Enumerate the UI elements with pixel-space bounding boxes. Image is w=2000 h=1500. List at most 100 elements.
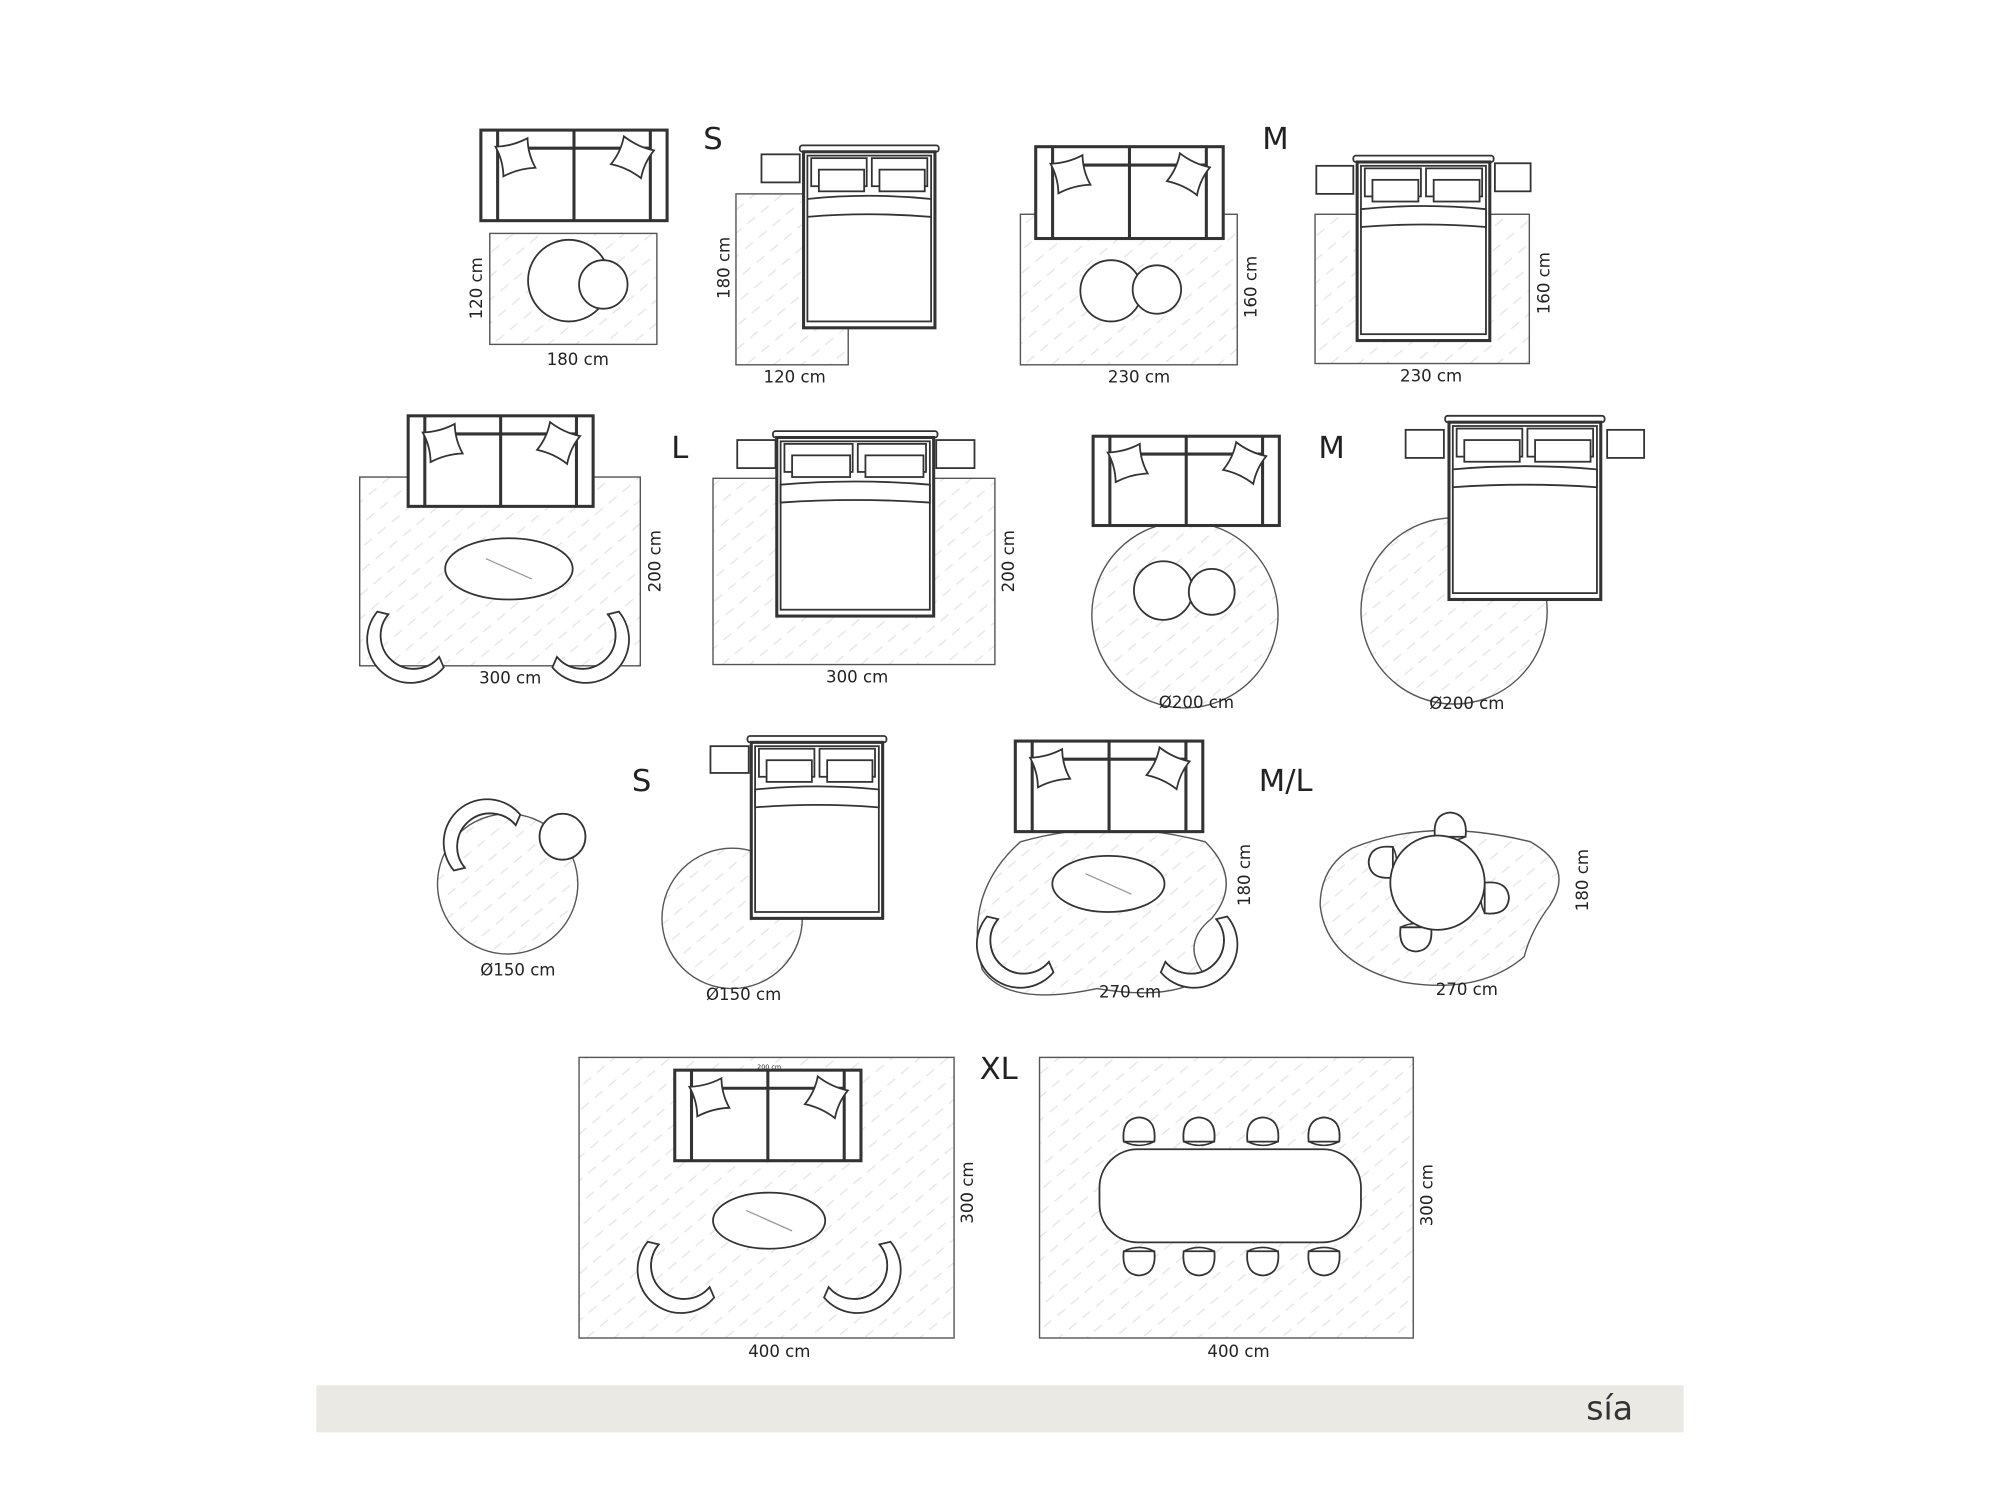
bed	[1352, 154, 1495, 343]
pillow	[1106, 442, 1150, 484]
nightstand	[1404, 428, 1445, 459]
dimension-label: 230 cm	[1400, 366, 1462, 385]
coffee-table	[538, 812, 587, 861]
dimension-label: Ø200 cm	[1429, 694, 1504, 713]
bed	[798, 144, 940, 330]
dimension-label: 300 cm	[826, 667, 888, 686]
sofa	[479, 128, 669, 223]
dimension-label: 180 cm	[715, 237, 734, 299]
dimension-label: 120 cm	[764, 368, 826, 387]
size-label: L	[671, 431, 688, 466]
dimension-label: 300 cm	[958, 1162, 977, 1224]
pillow-shape	[1028, 747, 1072, 789]
armchair	[1159, 915, 1239, 989]
dining-chair	[1246, 1246, 1280, 1277]
coffee-table	[578, 259, 629, 310]
dimension-label: 230 cm	[1108, 368, 1170, 387]
dining-chair	[1122, 1116, 1156, 1147]
armchair-seat	[650, 1243, 711, 1300]
long-dining-table	[1098, 1148, 1362, 1244]
duvet-fold	[1451, 465, 1598, 489]
pillow	[1048, 153, 1092, 195]
armchair	[366, 610, 445, 684]
nightstand	[1494, 162, 1532, 193]
chair-seat	[1367, 845, 1394, 879]
sofa	[1091, 434, 1281, 528]
nightstand	[709, 745, 750, 774]
pillow	[687, 1076, 731, 1118]
pillow-shape	[1144, 745, 1192, 791]
pillow	[1534, 439, 1592, 463]
pillow-shape	[421, 422, 465, 464]
dimension-label: Ø150 cm	[480, 961, 555, 980]
dimension-label: 400 cm	[1207, 1342, 1269, 1361]
nightstand	[1606, 428, 1646, 459]
nightstand	[760, 153, 801, 184]
dimension-label: 270 cm	[1436, 980, 1498, 999]
table-top	[1187, 567, 1236, 616]
dimension-label: 200 cm	[646, 530, 665, 592]
dining-chair	[1307, 1116, 1341, 1147]
dimension-label: Ø150 cm	[706, 985, 781, 1004]
pillow	[1371, 178, 1420, 203]
armchair-seat	[1164, 918, 1225, 975]
table-top	[538, 812, 587, 861]
pillow	[817, 168, 866, 193]
duvet-fold	[806, 194, 933, 218]
table-top	[578, 259, 629, 310]
coffee-table	[1133, 560, 1194, 621]
chair-back	[1247, 1246, 1279, 1252]
coffee-table	[1187, 567, 1236, 616]
rug-round	[1091, 520, 1279, 709]
chair-seat	[1182, 1116, 1216, 1143]
dining-chair	[1122, 1246, 1156, 1277]
sofa-width-label: 200 cm	[757, 1063, 781, 1071]
round-dining-table	[1389, 834, 1486, 931]
pillow-shape	[687, 1076, 731, 1118]
pillow	[1028, 747, 1072, 789]
sofa	[673, 1068, 863, 1163]
pillow	[1221, 440, 1268, 486]
armchair-seat	[456, 812, 517, 869]
armchair	[551, 610, 630, 684]
pillow	[864, 454, 925, 478]
dimension-label: 180 cm	[547, 350, 609, 369]
armchair-seat	[828, 1243, 888, 1300]
chair-back	[1183, 1246, 1215, 1252]
chair-back	[1123, 1246, 1155, 1252]
bed	[746, 735, 888, 920]
sofa	[1034, 145, 1225, 241]
chair-seat	[1307, 1116, 1341, 1143]
armchair	[976, 915, 1055, 989]
nightstand	[736, 439, 777, 470]
dining-chair	[1182, 1116, 1216, 1147]
chair-seat	[1122, 1250, 1156, 1277]
chair-seat	[1182, 1250, 1216, 1277]
pillow-shape	[1106, 442, 1150, 484]
pillow	[1463, 439, 1521, 463]
glass-reflection	[485, 558, 533, 580]
dimension-label: Ø200 cm	[1159, 693, 1234, 712]
pillow	[1432, 178, 1481, 203]
dimension-label: 180 cm	[1573, 849, 1592, 911]
pillow-shape	[1165, 151, 1212, 197]
coffee-table-oval	[444, 537, 574, 601]
size-label: M	[1318, 431, 1344, 466]
glass-reflection	[745, 1209, 793, 1232]
armchair-seat	[989, 918, 1050, 975]
glass-reflection	[1085, 873, 1132, 895]
duvet-fold	[1360, 205, 1487, 229]
pillow	[791, 454, 852, 478]
chair-seat	[1246, 1250, 1280, 1277]
chair-seat	[1483, 881, 1510, 915]
pillow	[535, 420, 582, 466]
size-label: S	[632, 764, 651, 799]
dining-chair	[1246, 1116, 1280, 1147]
coffee-table-oval	[712, 1191, 827, 1250]
dining-chair	[1307, 1246, 1341, 1277]
chair-seat	[1307, 1250, 1341, 1277]
dimension-label: 300 cm	[1417, 1164, 1436, 1226]
dimension-label: 160 cm	[1535, 252, 1554, 314]
duvet-fold	[779, 480, 931, 504]
